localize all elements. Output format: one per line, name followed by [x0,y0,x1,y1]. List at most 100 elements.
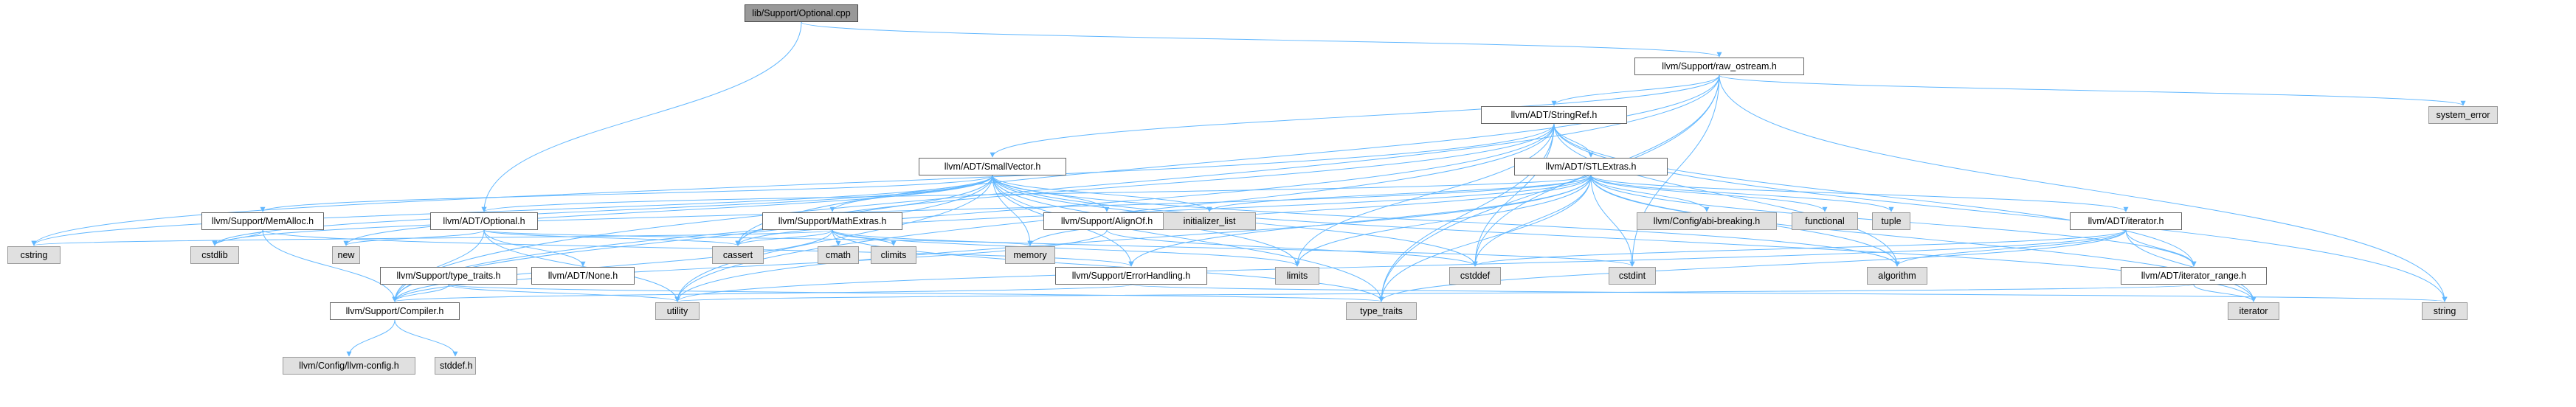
edge-optional-to-none-h [483,229,586,267]
edge-stlextras-to-cassert [735,175,1592,246]
edge-stlextras-to-optional [481,175,1592,212]
edge-errorhandling-to-compiler [393,284,1132,302]
node-climits: climits [871,246,916,264]
edge-stlextras-to-cstddef [1472,175,1592,267]
edge-errorhandling-to-string [1130,284,2447,302]
edge-stlextras-to-tuple [1590,175,1894,212]
edge-smallvector-to-memory [992,175,1033,246]
node-iterator: iterator [2228,302,2279,320]
edge-compiler-to-llvmconfig [346,319,396,357]
edge-alignof-to-compiler [392,229,1108,302]
edge-raw-ostream-to-type-traits [1378,74,1720,302]
edge-smallvector-to-cassert [735,175,993,246]
edge-smallvector-to-utility [674,175,993,302]
node-adt-iterator[interactable]: llvm/ADT/iterator.h [2070,212,2182,230]
edge-compiler-to-stddef [394,319,458,357]
node-typetraits-h[interactable]: llvm/Support/type_traits.h [380,267,517,285]
edge-iterator-range-to-iterator [2193,284,2256,302]
node-cstring: cstring [7,246,61,264]
edge-adt-iterator-to-utility [674,229,2127,302]
edge-root-to-raw-ostream [801,21,1722,58]
edge-memalloc-to-cstdlib [212,229,263,246]
edge-smallvector-to-memalloc [260,175,993,212]
node-raw-ostream[interactable]: llvm/Support/raw_ostream.h [1634,58,1804,75]
node-mathextras[interactable]: llvm/Support/MathExtras.h [762,212,902,230]
edge-stlextras-to-memory [1027,175,1592,246]
node-cstdint: cstdint [1609,267,1656,285]
edge-typetraits-h-to-type-traits [448,284,1384,302]
edge-adt-iterator-to-iterator [2125,229,2256,302]
node-initializer-list: initializer_list [1163,212,1256,230]
edge-adt-iterator-to-algorithm [1894,229,2127,267]
node-compiler[interactable]: llvm/Support/Compiler.h [330,302,460,320]
edge-stlextras-to-cstdint [1590,175,1635,267]
edge-optional-to-compiler [392,229,485,302]
node-memory: memory [1005,246,1055,264]
node-functional: functional [1792,212,1858,230]
edge-raw-ostream-to-cstdint [1629,74,1720,267]
edge-stlextras-to-utility [674,175,1592,302]
node-tuple: tuple [1872,212,1910,230]
node-utility: utility [655,302,700,320]
edge-mathextras-to-cstring [32,229,833,246]
node-alignof[interactable]: llvm/Support/AlignOf.h [1043,212,1170,230]
edge-stringref-to-limits [1294,123,1555,267]
node-algorithm: algorithm [1867,267,1927,285]
node-string: string [2422,302,2468,320]
edge-smallvector-to-cstring [31,175,993,246]
edge-memalloc-to-compiler [262,229,398,302]
edge-optional-to-cassert [483,229,741,246]
node-abibreaking: llvm/Config/abi-breaking.h [1637,212,1777,230]
edge-stringref-to-type-traits [1378,123,1555,302]
edge-stlextras-to-type-traits [1378,175,1592,302]
node-smallvector[interactable]: llvm/ADT/SmallVector.h [919,158,1066,175]
node-iterator-range[interactable]: llvm/ADT/iterator_range.h [2121,267,2267,285]
edge-mathextras-to-cassert [735,229,833,246]
edge-stlextras-to-functional [1590,175,1828,212]
edge-raw-ostream-to-string [1719,74,2448,302]
edge-stlextras-to-adt-iterator [1590,175,2129,212]
node-type-traits: type_traits [1346,302,1417,320]
edge-raw-ostream-to-system-error [1719,74,2466,106]
node-stringref[interactable]: llvm/ADT/StringRef.h [1481,106,1627,124]
node-new: new [332,246,360,264]
edge-stringref-to-cstring [31,123,1555,246]
edge-raw-ostream-to-compiler [392,74,1720,302]
node-none-h[interactable]: llvm/ADT/None.h [531,267,635,285]
node-system-error: system_error [2428,106,2498,124]
edge-typetraits-h-to-utility [448,284,680,302]
edge-adt-iterator-to-iterator-range [2125,229,2197,267]
edge-memalloc-to-errorhandling [262,229,1134,267]
node-cstdlib: cstdlib [190,246,239,264]
edge-smallvector-to-new [343,175,993,246]
edge-optional-to-utility [483,229,680,302]
edge-smallvector-to-type-traits [992,175,1384,302]
node-root[interactable]: lib/Support/Optional.cpp [745,4,858,22]
edge-root-to-optional [481,21,802,212]
edge-mathextras-to-compiler [392,229,833,302]
node-optional[interactable]: llvm/ADT/Optional.h [430,212,538,230]
edge-mathextras-to-type-traits [832,229,1384,302]
edge-mathextras-to-cstdint [832,229,1635,267]
node-errorhandling[interactable]: llvm/Support/ErrorHandling.h [1055,267,1207,285]
edge-iterator-range-to-utility [675,284,2195,302]
edge-adt-iterator-to-cstddef [1472,229,2127,267]
edge-adt-iterator-to-type-traits [1378,229,2127,302]
edge-stlextras-to-cstdlib [212,175,1592,246]
node-cmath: cmath [818,246,859,264]
node-memalloc[interactable]: llvm/Support/MemAlloc.h [201,212,324,230]
node-stddef: stddef.h [435,357,476,375]
node-llvmconfig: llvm/Config/llvm-config.h [283,357,415,375]
node-cassert: cassert [712,246,764,264]
edge-stringref-to-iterator-range [1553,123,2197,267]
edge-raw-ostream-to-stringref [1551,74,1720,106]
edge-alignof-to-cstddef [1106,229,1478,267]
edge-stlextras-to-abibreaking [1590,175,1710,212]
edge-smallvector-to-initializer-list [992,175,1212,212]
node-stlextras[interactable]: llvm/ADT/STLExtras.h [1514,158,1668,175]
edge-smallvector-to-cstdlib [212,175,993,246]
edge-raw-ostream-to-smallvector [990,74,1720,158]
node-limits: limits [1275,267,1319,285]
edge-mathextras-to-limits [832,229,1300,267]
